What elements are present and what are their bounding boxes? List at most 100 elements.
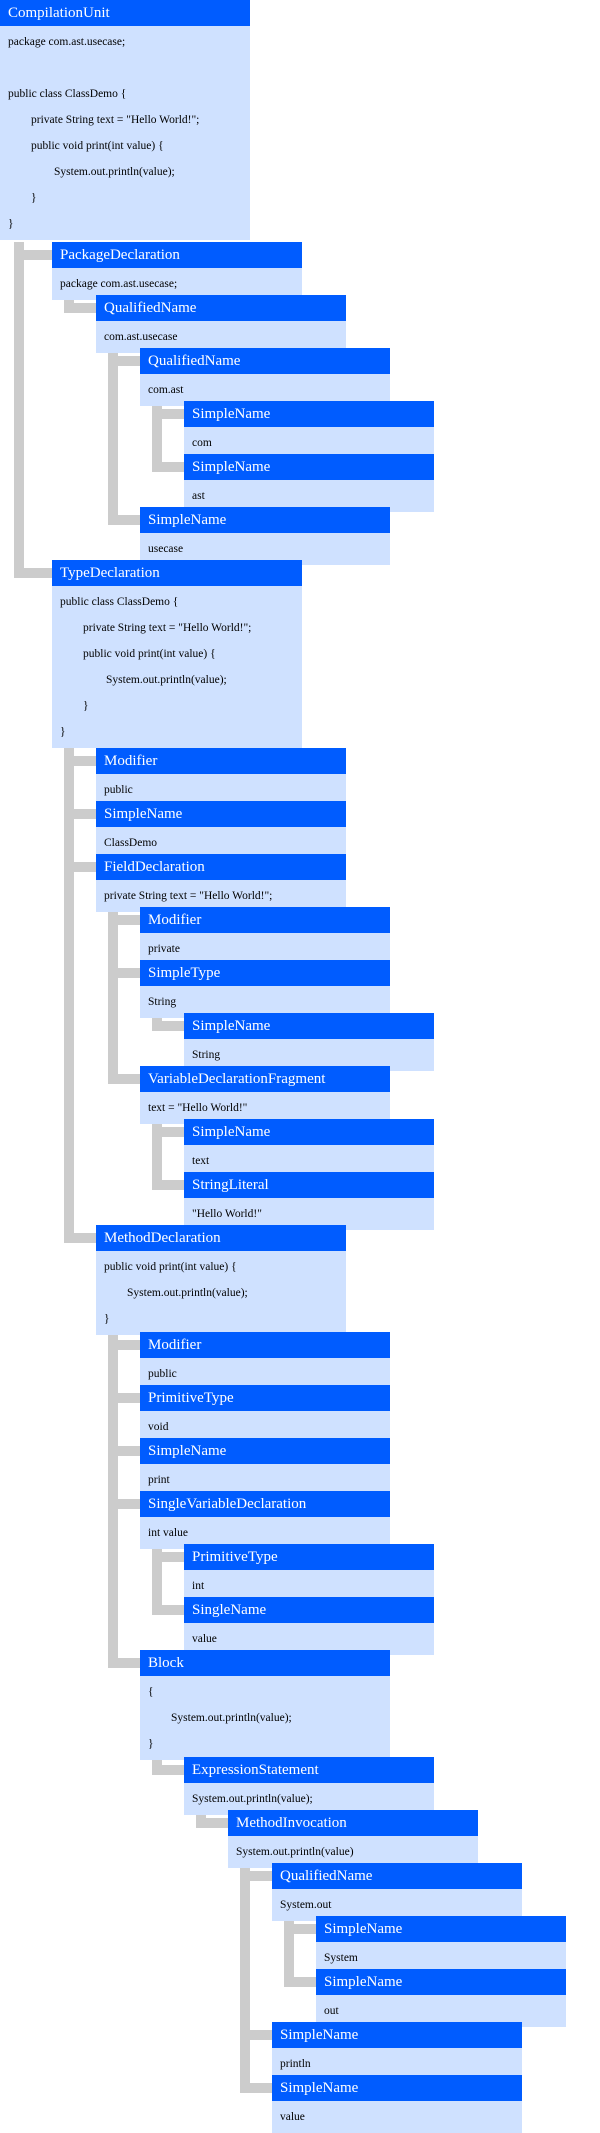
code-line: public class ClassDemo { xyxy=(8,88,127,100)
node-source-code: package com.ast.usecase; public class Cla… xyxy=(0,26,250,240)
node-type-label: QualifiedName xyxy=(272,1863,522,1889)
code-line: { xyxy=(148,1686,154,1698)
tree-connector xyxy=(108,515,140,525)
node-source-code: void xyxy=(140,1411,390,1443)
node-modifier: Modifier public xyxy=(96,748,346,806)
node-source-code: public class ClassDemo { private String … xyxy=(52,586,302,748)
tree-connector xyxy=(152,409,184,419)
tree-connector xyxy=(152,401,162,472)
node-type-label: SimpleName xyxy=(184,1119,434,1145)
code-line: public void print(int value) { xyxy=(104,1261,237,1273)
node-source-code: private xyxy=(140,933,390,965)
code-line: private String text = "Hello World!"; xyxy=(60,622,252,634)
node-source-code: String xyxy=(140,986,390,1018)
node-single-variable-declaration: SingleVariableDeclaration int value xyxy=(140,1491,390,1549)
node-type-label: SimpleName xyxy=(272,2022,522,2048)
tree-connector xyxy=(240,2083,272,2093)
code-line: } xyxy=(148,1738,154,1750)
code-line: public xyxy=(104,784,133,796)
node-source-code: text xyxy=(184,1145,434,1177)
tree-connector xyxy=(152,1180,184,1190)
node-source-code: ClassDemo xyxy=(96,827,346,859)
tree-connector xyxy=(64,1233,96,1243)
node-type-label: StringLiteral xyxy=(184,1172,434,1198)
node-source-code: "Hello World!" xyxy=(184,1198,434,1230)
code-line: package com.ast.usecase; xyxy=(8,36,126,48)
tree-connector xyxy=(284,1916,294,1987)
node-type-label: ExpressionStatement xyxy=(184,1757,434,1783)
code-line: System.out xyxy=(280,1899,332,1911)
tree-connector xyxy=(64,809,96,819)
node-source-code: { System.out.println(value);} xyxy=(140,1676,390,1760)
code-line: value xyxy=(192,1633,217,1645)
tree-connector xyxy=(152,462,184,472)
node-type-label: SimpleName xyxy=(140,1438,390,1464)
code-line: int xyxy=(192,1580,205,1592)
node-source-code: public void print(int value) { System.ou… xyxy=(96,1251,346,1335)
code-line: String xyxy=(192,1049,221,1061)
node-type-label: SingleVariableDeclaration xyxy=(140,1491,390,1517)
code-line: text = "Hello World!" xyxy=(148,1102,248,1114)
code-line: private String text = "Hello World!"; xyxy=(104,890,273,902)
tree-connector xyxy=(14,568,52,578)
tree-connector xyxy=(152,1765,184,1775)
code-line: System.out.println(value); xyxy=(8,166,175,178)
node-type-label: MethodInvocation xyxy=(228,1810,478,1836)
node-variable-declaration-fragment: VariableDeclarationFragment text = "Hello… xyxy=(140,1066,390,1124)
node-type-label: SimpleName xyxy=(316,1969,566,1995)
code-line: } xyxy=(8,192,37,204)
node-type-label: Modifier xyxy=(96,748,346,774)
node-string-literal: StringLiteral"Hello World!" xyxy=(184,1172,434,1230)
node-type-label: TypeDeclaration xyxy=(52,560,302,586)
code-line: String xyxy=(148,996,177,1008)
node-source-code: private String text = "Hello World!"; xyxy=(96,880,346,912)
code-line: private xyxy=(148,943,180,955)
tree-connector xyxy=(108,968,140,978)
node-type-label: SimpleName xyxy=(316,1916,566,1942)
node-source-code: com.ast.usecase xyxy=(96,321,346,353)
tree-connector xyxy=(108,1446,140,1456)
node-type-label: VariableDeclarationFragment xyxy=(140,1066,390,1092)
node-type-label: SimpleName xyxy=(184,401,434,427)
node-source-code: public xyxy=(140,1358,390,1390)
node-type-label: PackageDeclaration xyxy=(52,242,302,268)
code-line: } xyxy=(104,1313,110,1325)
code-line: print xyxy=(148,1474,170,1486)
node-type-label: QualifiedName xyxy=(140,348,390,374)
tree-connector xyxy=(14,242,24,578)
code-line: System.out.println(value); xyxy=(192,1793,313,1805)
tree-connector xyxy=(14,250,52,260)
tree-connector xyxy=(152,1021,184,1031)
tree-connector xyxy=(108,1499,140,1509)
node-type-label: SimpleName xyxy=(96,801,346,827)
node-source-code: com xyxy=(184,427,434,459)
code-line: System xyxy=(324,1952,358,1964)
node-type-label: SimpleName xyxy=(272,2075,522,2101)
tree-connector xyxy=(284,1977,316,1987)
tree-connector xyxy=(64,862,96,872)
node-source-code: value xyxy=(272,2101,522,2133)
node-source-code: print xyxy=(140,1464,390,1496)
node-type-label: MethodDeclaration xyxy=(96,1225,346,1251)
tree-connector xyxy=(240,1863,250,2093)
code-line: ClassDemo xyxy=(104,837,158,849)
node-source-code: text = "Hello World!" xyxy=(140,1092,390,1124)
node-source-code: System.out xyxy=(272,1889,522,1921)
code-line: int value xyxy=(148,1527,188,1539)
tree-connector xyxy=(108,1340,140,1350)
node-type-label: SimpleName xyxy=(140,507,390,533)
node-source-code: System.out.println(value); xyxy=(184,1783,434,1815)
